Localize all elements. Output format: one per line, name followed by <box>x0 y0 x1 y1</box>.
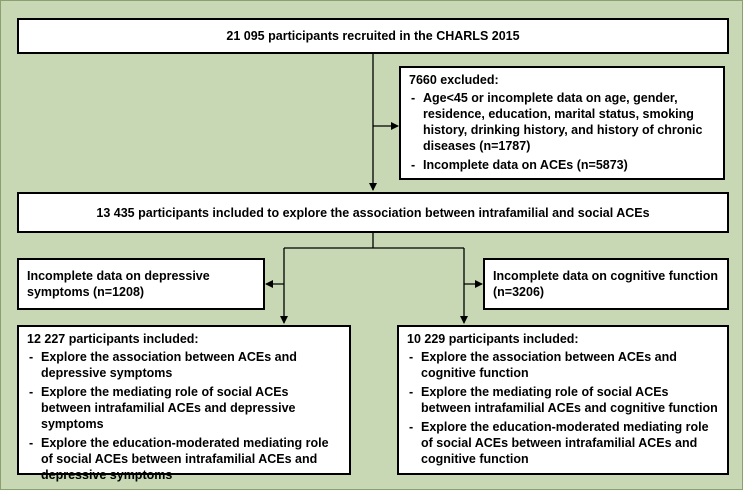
depressive-included-box: 12 227 participants included: Explore th… <box>17 325 351 482</box>
excluded-box: 7660 excluded: Age<45 or incomplete data… <box>399 66 725 180</box>
recruited-text: 21 095 participants recruited in the CHA… <box>226 29 520 43</box>
cognitive-objectives-list: Explore the association between ACEs and… <box>407 349 719 467</box>
depressive-excluded-text: Incomplete data on depressive symptoms (… <box>27 269 210 299</box>
depressive-objectives-list: Explore the association between ACEs and… <box>27 349 341 483</box>
included-box: 13 435 participants included to explore … <box>17 192 729 233</box>
included-text: 13 435 participants included to explore … <box>96 205 650 220</box>
cognitive-excluded-text: Incomplete data on cognitive function (n… <box>493 269 719 299</box>
objective-item: Explore the mediating role of social ACE… <box>27 384 341 432</box>
objective-item: Explore the mediating role of social ACE… <box>407 384 719 416</box>
objective-item: Explore the association between ACEs and… <box>27 349 341 381</box>
objective-item: Explore the education-moderated mediatin… <box>407 419 719 467</box>
cognitive-included-box: 10 229 participants included: Explore th… <box>397 325 729 475</box>
objective-item: Explore the association between ACEs and… <box>407 349 719 381</box>
excluded-heading: 7660 excluded: <box>409 73 499 87</box>
excluded-item: Incomplete data on ACEs (n=5873) <box>409 157 715 173</box>
depressive-included-heading: 12 227 participants included: <box>27 332 199 346</box>
recruited-box: 21 095 participants recruited in the CHA… <box>17 18 729 54</box>
depressive-excluded-box: Incomplete data on depressive symptoms (… <box>17 258 265 310</box>
excluded-list: Age<45 or incomplete data on age, gender… <box>409 90 715 173</box>
cognitive-included-heading: 10 229 participants included: <box>407 332 579 346</box>
excluded-item: Age<45 or incomplete data on age, gender… <box>409 90 715 154</box>
cognitive-excluded-box: Incomplete data on cognitive function (n… <box>483 258 729 310</box>
objective-item: Explore the education-moderated mediatin… <box>27 435 341 483</box>
